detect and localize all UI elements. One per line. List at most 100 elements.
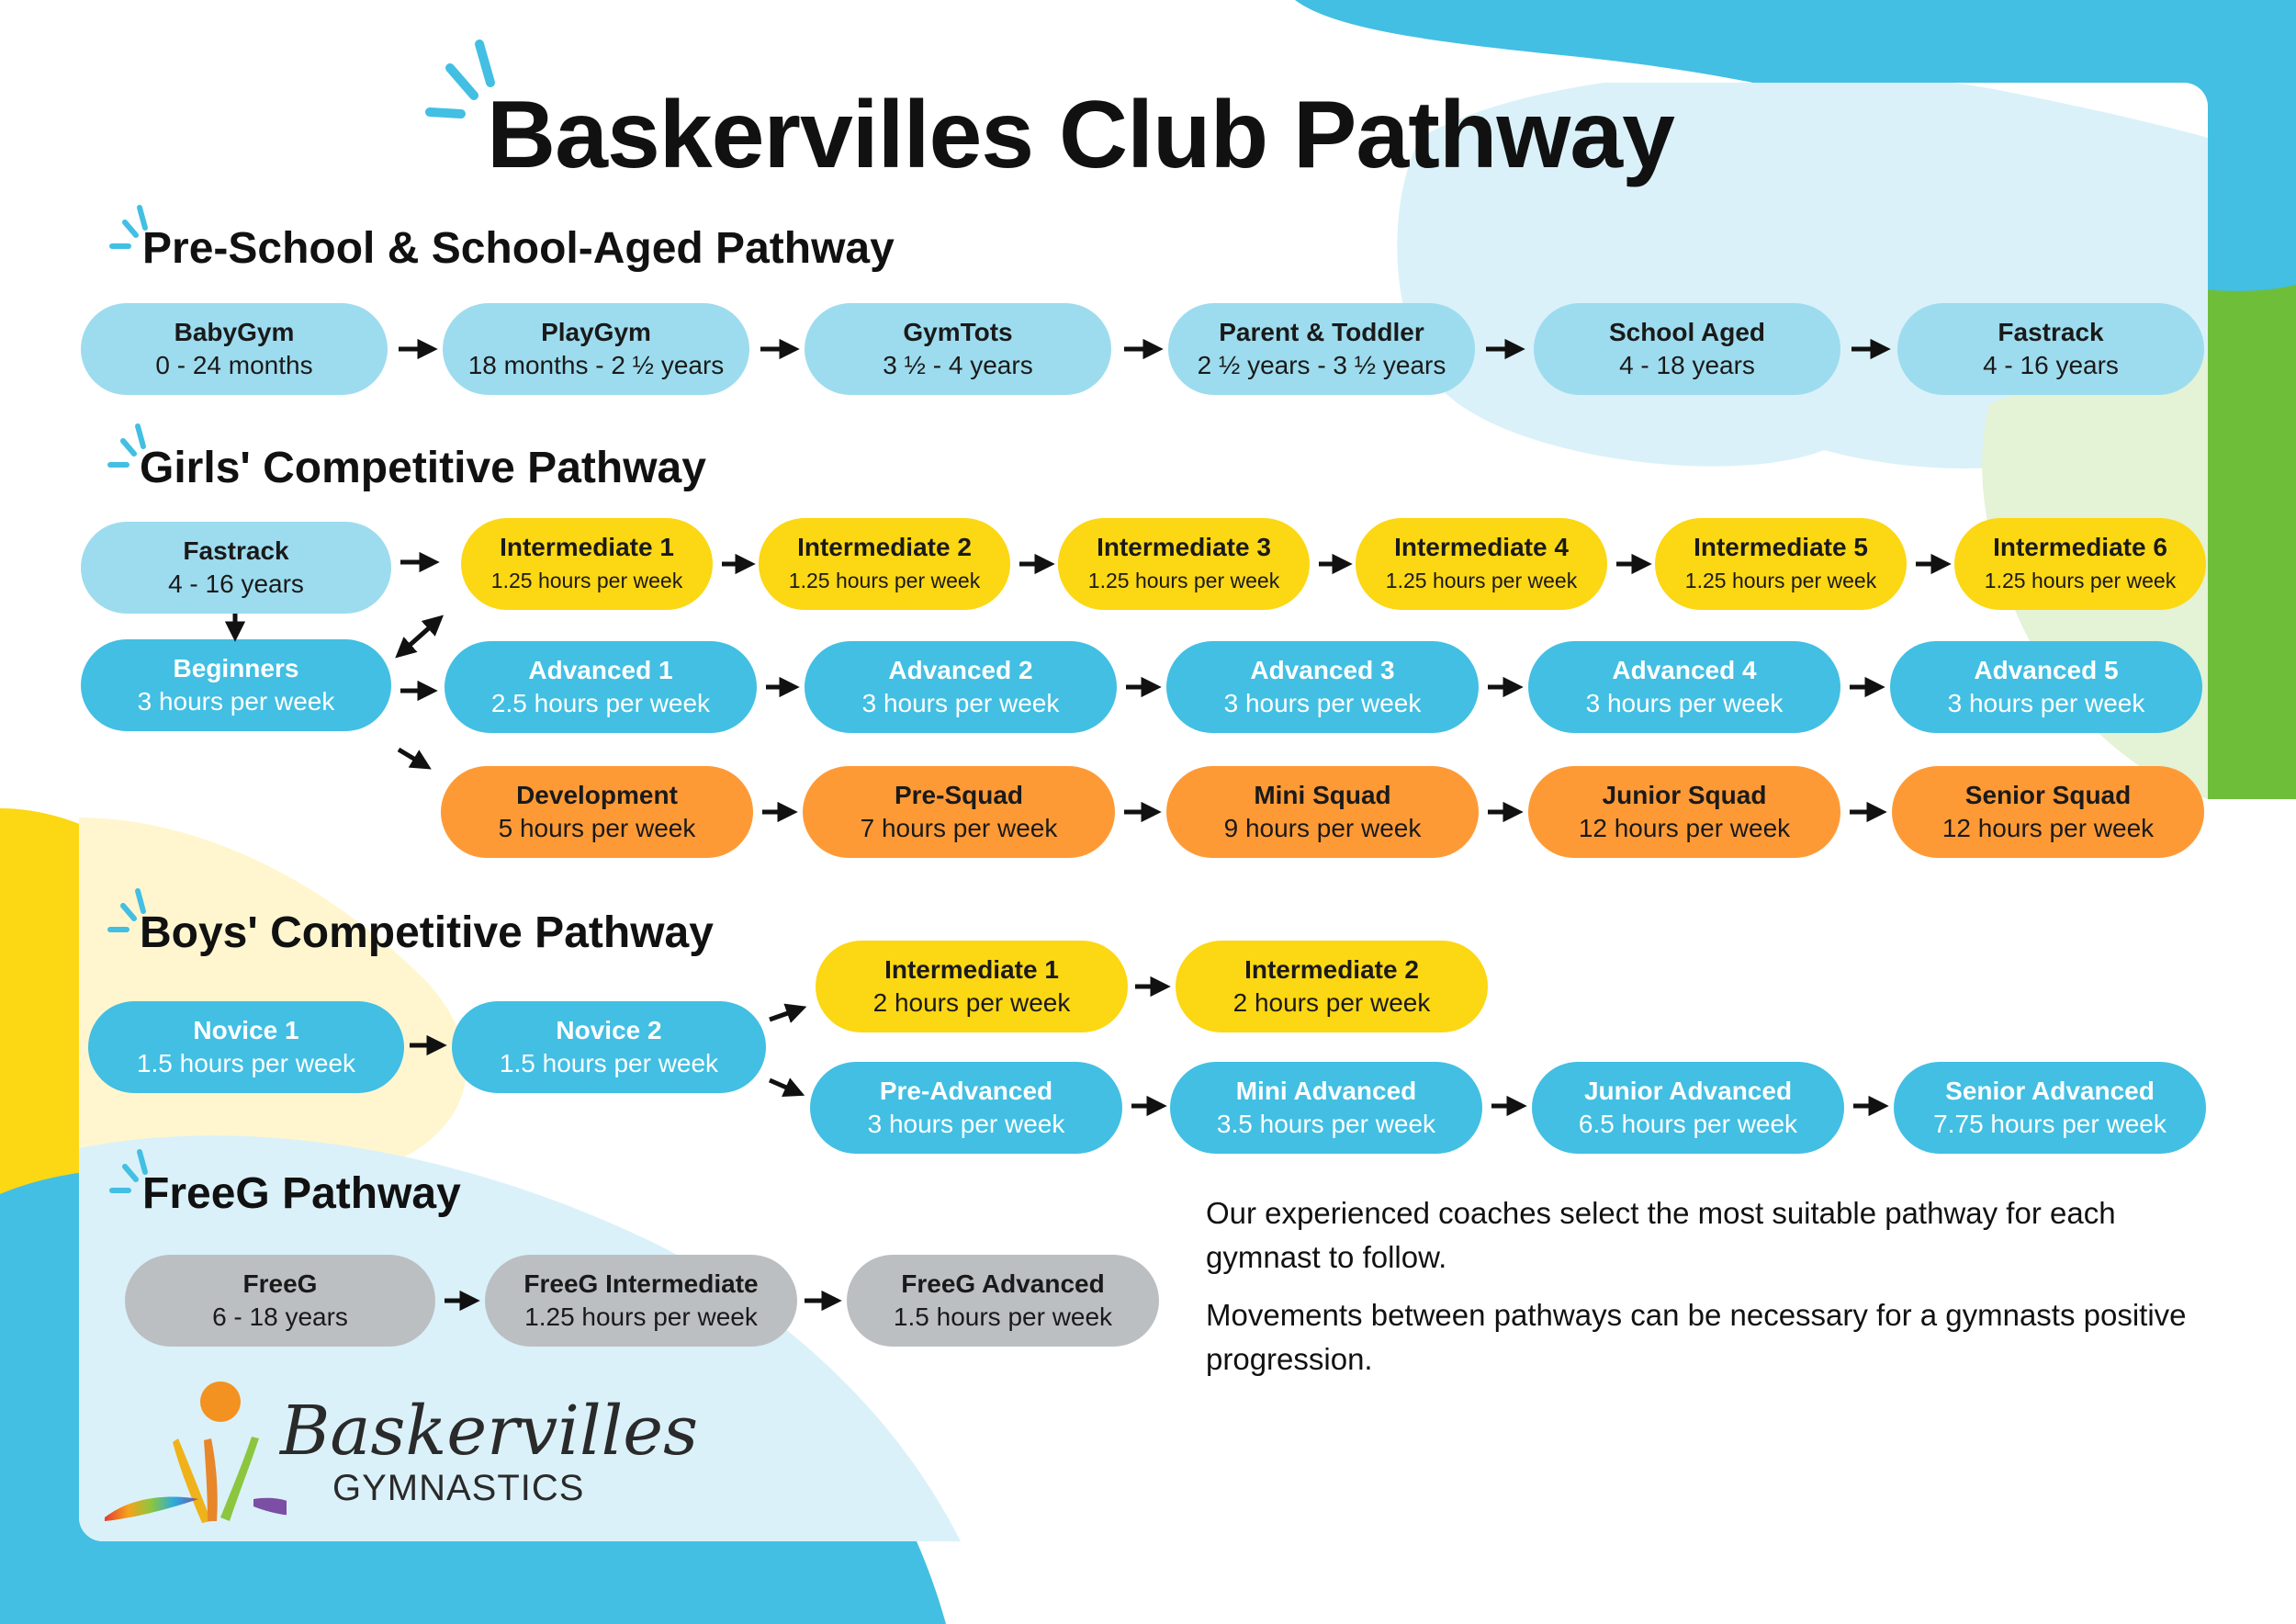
node-detail: 1.25 hours per week — [1087, 569, 1280, 592]
node-senior-squad: Senior Squad 12 hours per week — [1892, 766, 2204, 858]
node-detail: 3 hours per week — [1947, 689, 2145, 717]
node-detail: 1.5 hours per week — [136, 1049, 356, 1077]
node-name: Junior Advanced — [1583, 1077, 1793, 1105]
node-name: Parent & Toddler — [1219, 318, 1424, 346]
section-spark-icon — [109, 205, 148, 249]
info-text: Our experienced coaches select the most … — [1206, 1191, 2234, 1395]
node-detail: 4 - 16 years — [168, 570, 304, 598]
node-detail: 3 hours per week — [137, 687, 335, 716]
node-name: School Aged — [1608, 318, 1766, 346]
node-parent-toddler: Parent & Toddler 2 ½ years - 3 ½ years — [1168, 303, 1475, 395]
node-freeg-intermediate: FreeG Intermediate 1.25 hours per week — [485, 1255, 797, 1347]
node-detail: 12 hours per week — [1578, 814, 1791, 842]
logo: Baskervilles GYMNASTICS — [103, 1378, 698, 1534]
node-detail: 7 hours per week — [860, 814, 1058, 842]
node-name: Intermediate 1 — [884, 955, 1059, 984]
node-detail: 5 hours per week — [498, 814, 696, 842]
node-detail: 1.5 hours per week — [499, 1049, 719, 1077]
node-girls-intermediate-2: Intermediate 2 1.25 hours per week — [759, 518, 1010, 610]
node-name: Advanced 5 — [1974, 656, 2119, 684]
node-name: Intermediate 2 — [1244, 955, 1419, 984]
node-name: PlayGym — [541, 318, 651, 346]
logo-script-text: Baskervilles — [280, 1392, 699, 1471]
arrow-diagonal-icon — [769, 1003, 807, 1023]
node-detail: 3 hours per week — [1223, 689, 1422, 717]
preschool-section-title: Pre-School & School-Aged Pathway — [142, 224, 895, 273]
node-detail: 6.5 hours per week — [1578, 1110, 1798, 1138]
node-name: Intermediate 5 — [1694, 533, 1868, 561]
gymnast-logo-icon — [105, 1382, 287, 1523]
arrow-diagonal-icon — [768, 1077, 805, 1097]
node-girls-fastrack: Fastrack 4 - 16 years — [81, 522, 391, 614]
node-name: Mini Advanced — [1235, 1077, 1417, 1105]
node-detail: 12 hours per week — [1941, 814, 2155, 842]
node-detail: 1.25 hours per week — [524, 1303, 758, 1331]
node-name: Pre-Advanced — [879, 1077, 1053, 1105]
node-detail: 3.5 hours per week — [1216, 1110, 1436, 1138]
node-detail: 7.75 hours per week — [1933, 1110, 2167, 1138]
node-name: Intermediate 2 — [797, 533, 972, 561]
node-name: GymTots — [903, 318, 1013, 346]
node-name: FreeG Intermediate — [523, 1269, 759, 1298]
node-girls-advanced-4: Advanced 4 3 hours per week — [1528, 641, 1840, 733]
node-name: FreeG — [242, 1269, 318, 1298]
node-girls-advanced-1: Advanced 1 2.5 hours per week — [445, 641, 757, 733]
node-babygym: BabyGym 0 - 24 months — [81, 303, 388, 395]
node-girls-intermediate-3: Intermediate 3 1.25 hours per week — [1058, 518, 1310, 610]
node-name: Senior Squad — [1964, 781, 2132, 809]
node-girls-intermediate-6: Intermediate 6 1.25 hours per week — [1954, 518, 2206, 610]
node-detail: 1.25 hours per week — [1385, 569, 1578, 592]
freeg-section-title: FreeG Pathway — [142, 1169, 461, 1218]
node-mini-advanced: Mini Advanced 3.5 hours per week — [1170, 1062, 1482, 1154]
node-detail: 2.5 hours per week — [490, 689, 711, 717]
node-detail: 1.5 hours per week — [893, 1303, 1113, 1331]
section-spark-icon — [107, 423, 146, 468]
page-title: Baskervilles Club Pathway — [487, 82, 1675, 188]
title-spark-icon — [425, 39, 495, 118]
node-pre-squad: Pre-Squad 7 hours per week — [803, 766, 1115, 858]
node-name: Fastrack — [183, 536, 289, 565]
node-name: Pre-Squad — [894, 781, 1024, 809]
logo-word-text: GYMNASTICS — [332, 1468, 585, 1508]
node-senior-advanced: Senior Advanced 7.75 hours per week — [1894, 1062, 2206, 1154]
node-name: Senior Advanced — [1945, 1077, 2155, 1105]
node-detail: 3 hours per week — [867, 1110, 1065, 1138]
arrow-diagonal-icon — [397, 747, 432, 770]
node-detail: 9 hours per week — [1223, 814, 1422, 842]
node-detail: 18 months - 2 ½ years — [467, 351, 725, 379]
node-beginners: Beginners 3 hours per week — [81, 639, 391, 731]
node-novice-1: Novice 1 1.5 hours per week — [88, 1001, 404, 1093]
node-detail: 1.25 hours per week — [788, 569, 981, 592]
node-playgym: PlayGym 18 months - 2 ½ years — [443, 303, 749, 395]
node-name: Advanced 1 — [528, 656, 673, 684]
node-detail: 2 hours per week — [872, 988, 1071, 1017]
node-detail: 3 hours per week — [861, 689, 1060, 717]
node-girls-intermediate-5: Intermediate 5 1.25 hours per week — [1655, 518, 1907, 610]
node-name: Development — [516, 781, 678, 809]
node-name: Intermediate 4 — [1394, 533, 1569, 561]
node-detail: 4 - 18 years — [1619, 351, 1755, 379]
node-name: Intermediate 1 — [500, 533, 674, 561]
node-detail: 1.25 hours per week — [490, 569, 683, 592]
node-gymtots: GymTots 3 ½ - 4 years — [805, 303, 1111, 395]
node-name: Advanced 2 — [888, 656, 1033, 684]
node-freeg: FreeG 6 - 18 years — [125, 1255, 435, 1347]
node-name: FreeG Advanced — [901, 1269, 1105, 1298]
node-detail: 2 ½ years - 3 ½ years — [1197, 351, 1446, 379]
girls-section-title: Girls' Competitive Pathway — [140, 444, 706, 492]
node-name: Beginners — [173, 654, 299, 682]
node-name: Intermediate 6 — [1993, 533, 2167, 561]
node-boys-intermediate-1: Intermediate 1 2 hours per week — [816, 941, 1128, 1032]
node-girls-advanced-5: Advanced 5 3 hours per week — [1890, 641, 2202, 733]
node-junior-squad: Junior Squad 12 hours per week — [1528, 766, 1840, 858]
node-detail: 3 hours per week — [1585, 689, 1784, 717]
node-name: Fastrack — [1998, 318, 2104, 346]
node-name: Advanced 3 — [1250, 656, 1395, 684]
node-detail: 1.25 hours per week — [1684, 569, 1877, 592]
arrow-bidirectional-icon — [395, 615, 445, 659]
node-name: Novice 2 — [556, 1016, 662, 1044]
node-name: Mini Squad — [1254, 781, 1391, 809]
node-girls-advanced-2: Advanced 2 3 hours per week — [805, 641, 1117, 733]
node-fastrack: Fastrack 4 - 16 years — [1897, 303, 2204, 395]
